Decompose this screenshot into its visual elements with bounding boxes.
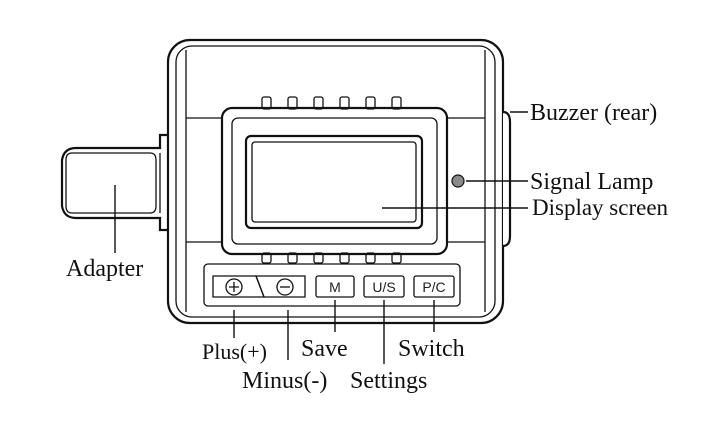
button-panel: M U/S P/C — [203, 263, 461, 307]
display-housing — [220, 96, 449, 264]
adapter — [60, 133, 174, 232]
display-screen — [244, 134, 424, 230]
leader-lines — [114, 111, 528, 364]
save-button[interactable]: M — [315, 275, 355, 298]
signal-lamp — [451, 174, 465, 188]
settings-label: Settings — [350, 368, 427, 394]
cooling-fins-top — [261, 96, 402, 110]
settings-button[interactable]: U/S — [363, 275, 405, 298]
settings-button-text: U/S — [372, 279, 395, 295]
switch-button[interactable]: P/C — [413, 275, 455, 298]
minus-button[interactable] — [255, 275, 306, 298]
display-screen-label: Display screen — [532, 195, 669, 220]
save-label: Save — [301, 336, 348, 362]
minus-label: Minus(-) — [242, 368, 327, 394]
adapter-label: Adapter — [66, 256, 143, 282]
switch-button-text: P/C — [422, 279, 445, 295]
plus-label: Plus(+) — [202, 339, 267, 364]
buzzer-label: Buzzer (rear) — [530, 100, 657, 126]
cooling-fins-bottom — [261, 252, 402, 264]
save-button-text: M — [329, 279, 341, 295]
switch-label: Switch — [398, 336, 465, 362]
signal-lamp-label: Signal Lamp — [530, 169, 653, 195]
